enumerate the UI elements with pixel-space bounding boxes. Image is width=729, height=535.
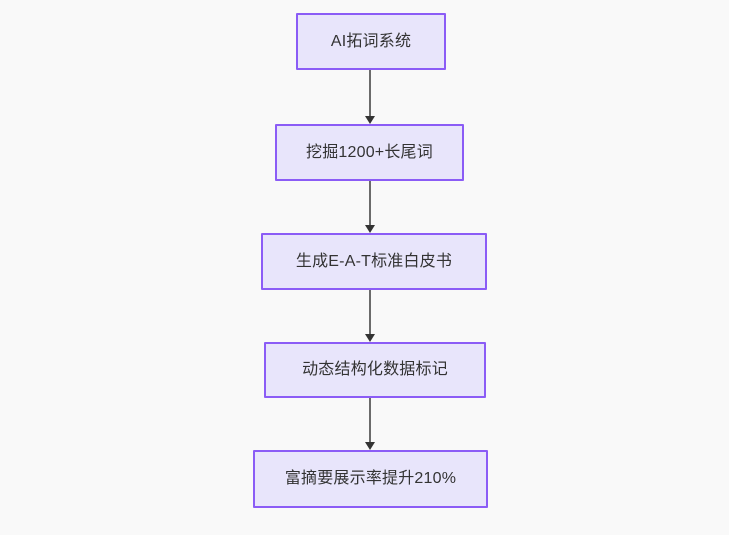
flow-connector	[365, 290, 375, 342]
flow-node-label: AI拓词系统	[330, 32, 412, 50]
flow-node-label: 富摘要展示率提升210%	[284, 470, 457, 488]
arrowhead-down-icon	[365, 116, 375, 124]
connector-line	[369, 398, 371, 443]
flow-connector	[365, 70, 375, 124]
flow-node-n5[interactable]: 富摘要展示率提升210%	[253, 450, 488, 508]
connector-line	[369, 290, 371, 335]
flow-node-n1[interactable]: AI拓词系统	[296, 13, 446, 70]
flow-node-label: 挖掘1200+长尾词	[306, 143, 433, 161]
flow-connector	[365, 181, 375, 233]
arrowhead-down-icon	[365, 442, 375, 450]
flow-node-n2[interactable]: 挖掘1200+长尾词	[275, 124, 464, 181]
arrowhead-down-icon	[365, 334, 375, 342]
connector-line	[369, 181, 371, 226]
flow-node-label: 生成E-A-T标准白皮书	[295, 252, 453, 270]
flow-node-n4[interactable]: 动态结构化数据标记	[264, 342, 486, 398]
flow-node-label: 动态结构化数据标记	[302, 361, 448, 379]
connector-line	[369, 70, 371, 117]
arrowhead-down-icon	[365, 225, 375, 233]
flow-connector	[365, 398, 375, 450]
flow-node-n3[interactable]: 生成E-A-T标准白皮书	[261, 233, 487, 290]
